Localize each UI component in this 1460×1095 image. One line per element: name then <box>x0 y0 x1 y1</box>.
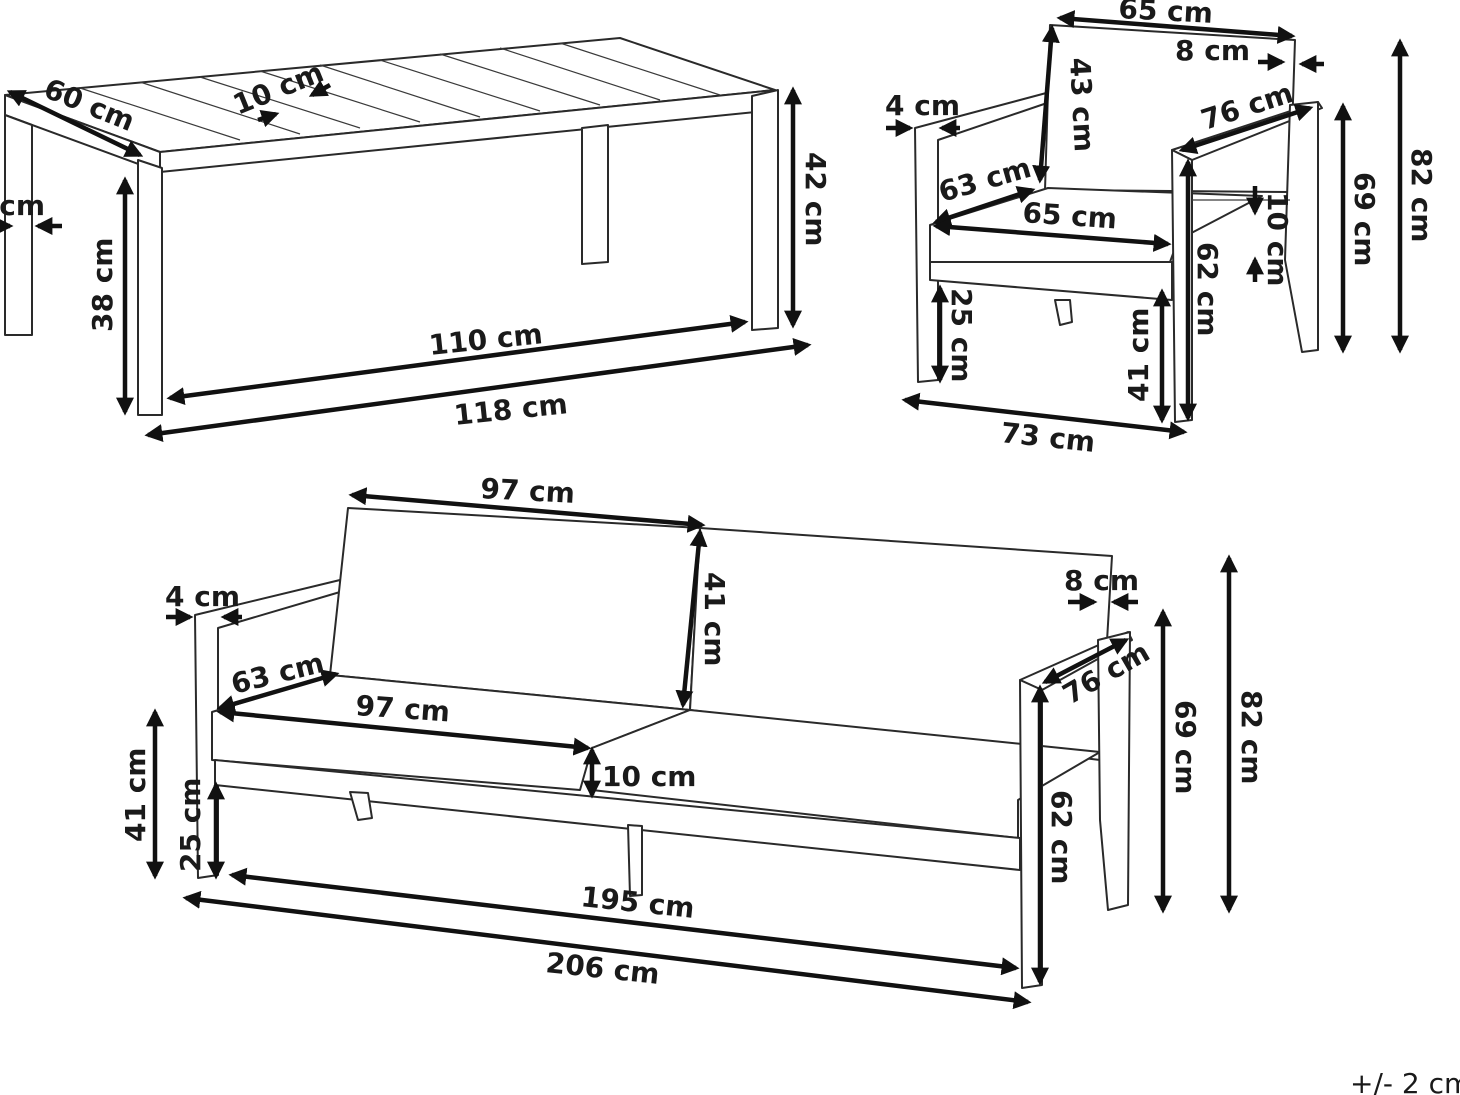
armchair-arm-height-label: 69 cm <box>1348 172 1381 267</box>
table-length-label: 118 cm <box>452 387 569 432</box>
tolerance-note: +/- 2 cm <box>1350 1067 1460 1095</box>
armchair-back-height-label: 43 cm <box>1063 57 1101 153</box>
sofa-clearance-label: 25 cm <box>174 778 207 873</box>
table-leg-width-label: 4 cm <box>0 189 45 222</box>
sofa-total-height-label: 82 cm <box>1235 690 1268 785</box>
table-leg-height-label: 38 cm <box>86 238 119 333</box>
sofa-seat-height-label: 41 cm <box>119 748 152 843</box>
armchair-back-width-label: 65 cm <box>1118 0 1214 30</box>
armchair-total-height-label: 82 cm <box>1405 148 1438 243</box>
sofa-frame-width-label: 4 cm <box>165 580 240 613</box>
armchair-clearance-label: 25 cm <box>945 288 978 383</box>
table-height-label: 42 cm <box>799 152 832 247</box>
table-drawing <box>4 37 779 416</box>
sofa-seat-cushion-width-label: 97 cm <box>355 689 452 729</box>
armchair-arm-width-label: 8 cm <box>1175 34 1250 67</box>
armchair-seat-height-label: 41 cm <box>1122 308 1155 403</box>
table-inner-length-label: 110 cm <box>427 317 544 362</box>
armchair-cushion-label: 10 cm <box>1261 192 1294 287</box>
sofa-dimensions: 97 cm 41 cm 4 cm 8 cm 76 cm 63 cm 97 cm … <box>119 472 1268 1010</box>
armchair-armrest-height-label: 62 cm <box>1191 242 1224 337</box>
armchair-frame-width-label: 4 cm <box>885 89 960 122</box>
sofa-arm-height-label: 69 cm <box>1169 700 1202 795</box>
armchair-seat-width-label: 65 cm <box>1022 196 1119 236</box>
sofa-back-height-label: 41 cm <box>698 572 731 667</box>
sofa-armrest-height-label: 62 cm <box>1045 790 1078 885</box>
sofa-arm-width-label: 8 cm <box>1064 564 1139 597</box>
sofa-cushion-thickness-label: 10 cm <box>602 760 697 793</box>
sofa-back-cushion-width-label: 97 cm <box>480 472 576 510</box>
